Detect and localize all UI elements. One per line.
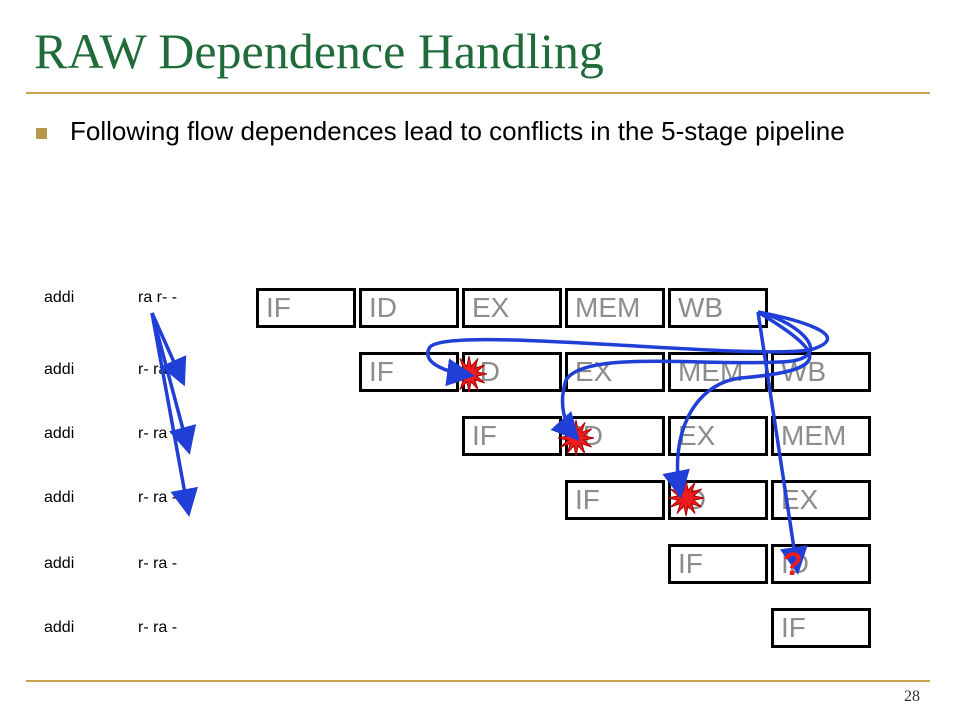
dependence-arrow	[150, 312, 187, 387]
dependence-arrows	[150, 310, 830, 575]
instruction-op: addi	[44, 425, 75, 442]
bottom-divider	[26, 680, 930, 682]
stage-if-box: IF	[359, 352, 459, 392]
top-divider	[26, 92, 930, 94]
stage-ex-box: EX	[462, 288, 562, 328]
stage-wb-box: WB	[668, 288, 768, 328]
stage-id-box: ID	[359, 288, 459, 328]
page-number: 28	[904, 688, 920, 705]
stage-if-box: IF	[256, 288, 356, 328]
instruction-op: addi	[44, 619, 75, 636]
dependence-arrow	[150, 312, 198, 517]
dependence-arrow	[426, 310, 830, 387]
slide-title: RAW Dependence Handling	[34, 23, 604, 79]
conflict-burst-icon	[557, 419, 595, 457]
stage-if-box: IF	[771, 608, 871, 648]
instruction-operands: r- ra -	[138, 489, 178, 506]
instruction-op: addi	[44, 555, 75, 572]
bullet-text: Following flow dependences lead to confl…	[70, 116, 845, 146]
stage-if-box: IF	[462, 416, 562, 456]
dependence-arrow	[150, 312, 197, 455]
bullet-square-icon	[36, 128, 47, 139]
dependence-arrow	[756, 311, 808, 575]
instruction-operands: r- ra -	[138, 555, 178, 572]
stage-mem-box: MEM	[565, 288, 665, 328]
instruction-operands: r- ra -	[138, 619, 178, 636]
dependence-arrow	[550, 310, 813, 442]
instruction-op: addi	[44, 289, 75, 306]
dependence-arrow	[662, 310, 812, 499]
unresolved-question-mark: ?	[783, 546, 803, 582]
stage-mem-box: MEM	[771, 416, 871, 456]
conflict-burst-icon	[667, 479, 705, 517]
stage-ex-box: EX	[565, 352, 665, 392]
instruction-operands: r- ra -	[138, 425, 178, 442]
stage-if-box: IF	[565, 480, 665, 520]
instruction-op: addi	[44, 489, 75, 506]
conflict-bursts	[450, 355, 705, 517]
instruction-operands: ra r- -	[138, 289, 178, 306]
stage-wb-box: WB	[771, 352, 871, 392]
stage-if-box: IF	[668, 544, 768, 584]
instruction-op: addi	[44, 361, 75, 378]
